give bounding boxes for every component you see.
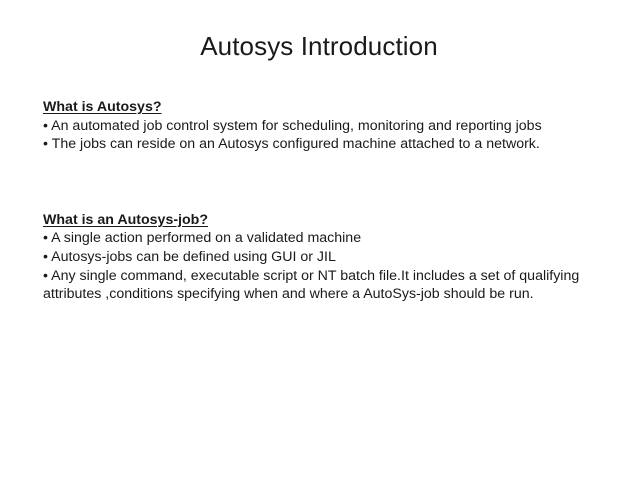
section-what-is-an-autosys-job: What is an Autosys-job? • A single actio… <box>43 211 588 304</box>
list-item-label: Autosys-jobs can be defined using GUI or… <box>51 248 336 265</box>
list-item: • Autosys-jobs can be defined using GUI … <box>43 248 588 267</box>
list-item: • An automated job control system for sc… <box>43 117 588 136</box>
page-title: Autosys Introduction <box>200 31 438 61</box>
bullet-glyph-icon: • <box>43 230 52 247</box>
bullet-list: • A single action performed on a validat… <box>43 229 588 303</box>
section-what-is-autosys: What is Autosys? • An automated job cont… <box>43 98 588 154</box>
section-heading: What is an Autosys-job? <box>43 211 208 228</box>
list-item: • The jobs can reside on an Autosys conf… <box>43 135 588 154</box>
slide-content-body: What is Autosys? • An automated job cont… <box>43 98 588 304</box>
bullet-glyph-icon: • <box>43 248 52 265</box>
list-item-label: An automated job control system for sche… <box>51 117 542 134</box>
list-item-label: A single action performed on a validated… <box>51 230 362 247</box>
list-item: • A single action performed on a validat… <box>43 229 588 248</box>
list-item-label: The jobs can reside on an Autosys config… <box>51 136 540 153</box>
bullet-glyph-icon: • <box>43 136 52 153</box>
list-item: • Any single command, executable script … <box>43 267 588 304</box>
section-heading: What is Autosys? <box>43 99 162 115</box>
bullet-glyph-icon: • <box>43 267 52 284</box>
bullet-glyph-icon: • <box>43 117 52 134</box>
list-item-label: Any single command, executable script or… <box>43 267 580 303</box>
bullet-list: • An automated job control system for sc… <box>43 117 588 154</box>
